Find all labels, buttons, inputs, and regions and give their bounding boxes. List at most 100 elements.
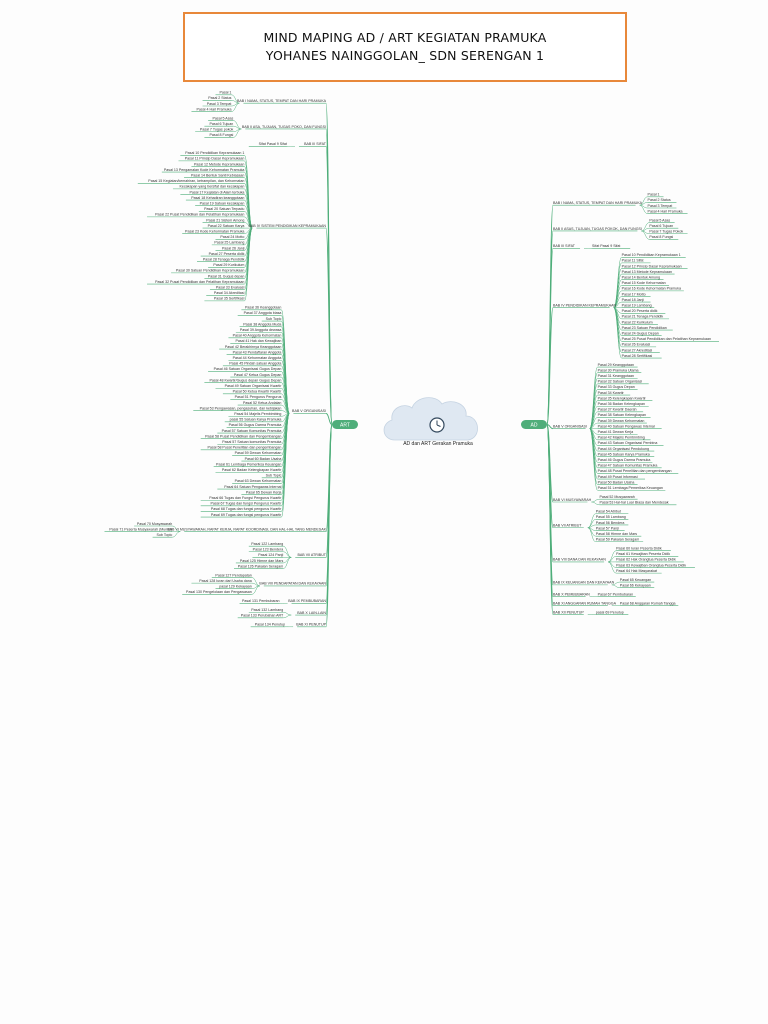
art-article-node[interactable]: Pasal 131 Pembubaran <box>242 599 280 603</box>
art-article-node[interactable]: Sub Topic <box>157 533 173 537</box>
ad-article-node[interactable]: Pasal 8 Fungsi <box>649 235 673 239</box>
art-article-node[interactable]: Pasal 41 Hak dan Kewajiban <box>235 339 281 343</box>
art-root-node[interactable]: ART <box>332 420 358 429</box>
art-chapter-node[interactable]: BAB V ORGANISASI <box>292 409 326 413</box>
art-article-node[interactable]: Pasal 68 Tugas dan fungsi pengurus Kwart… <box>211 507 282 511</box>
ad-article-node[interactable]: Pasal 17 Motto <box>622 292 646 296</box>
art-article-node[interactable]: Pasal 15 Kegiatan/kemahiran, ketrampilan… <box>148 179 244 183</box>
ad-article-node[interactable]: Pasal 12 Prinsip Dasar Kepramukaan <box>622 264 682 268</box>
ad-article-node[interactable]: Pasal 2 Status <box>648 198 671 202</box>
ad-article-node[interactable]: Pasal 49 Pusat Informasi <box>598 475 638 479</box>
art-article-node[interactable]: Pasal 66 Tugas dan Fungsi Pengurus Kwart… <box>209 496 282 500</box>
ad-chapter-node[interactable]: BAB IV PENDIDIKAN KEPRAMUKAAN <box>553 303 617 307</box>
art-article-node[interactable]: Pasal 51 Pengurus Pengurus <box>235 395 282 399</box>
ad-chapter-node[interactable]: BAB XI ANGGARAN RUMAH TANGGA <box>553 601 617 605</box>
ad-article-node[interactable]: Sifat Pasal 9 Sifat <box>592 244 620 248</box>
art-article-node[interactable]: Pasal 56 Gugus Darma Pramuka <box>229 423 282 427</box>
ad-article-node[interactable]: Pasal 58 Himne dan Mars <box>596 532 638 536</box>
ad-article-node[interactable]: Pasal 33 Gugus Depan <box>598 385 635 389</box>
ad-article-node[interactable]: Pasal 61 Kewajiban Peserta Didik <box>616 552 670 556</box>
art-article-node[interactable]: Pasal 70 Musyawarah <box>137 522 172 526</box>
ad-article-node[interactable]: Pasal 6 Tujuan <box>649 224 673 228</box>
ad-article-node[interactable]: Pasal 1 <box>648 193 660 197</box>
art-article-node[interactable]: Pasal 59 Dewan Kehormatan <box>235 451 282 455</box>
art-chapter-node[interactable]: BAB XI PENUTUP <box>296 623 326 627</box>
ad-article-node[interactable]: Pasal 46 Gugus Darma Pramuka <box>598 458 651 462</box>
ad-chapter-node[interactable]: BAB IX KEUANGAN DAN KEKAYAAN <box>553 581 615 585</box>
art-chapter-node[interactable]: BAB VI MUSYAWARAH, RAPAT KERJA, RAPAT KO… <box>167 527 326 531</box>
art-article-node[interactable]: Sifat Pasal 9 Sifat <box>259 142 287 146</box>
art-article-node[interactable]: Pasal 130 Pengelolaan dan Pengawasan <box>186 590 252 594</box>
ad-article-node[interactable]: Pasal 15 Kode Kehormatan <box>622 281 666 285</box>
ad-article-node[interactable]: Pasal 13 Metode Kepramukaan <box>622 270 672 274</box>
ad-article-node[interactable]: Pasal 27 Akreditasi <box>622 348 653 352</box>
art-article-node[interactable]: Pasal 60 Badan Usaha <box>245 457 282 461</box>
art-article-node[interactable]: Pasal 126 Pakaian Seragam <box>238 564 284 568</box>
art-article-node[interactable]: Pasal 37 Anggota biasa <box>244 311 282 315</box>
ad-article-node[interactable]: Pasal 60 Iuran Peserta Didik <box>616 547 662 551</box>
art-article-node[interactable]: Pasal 28 Tenaga Pendidik <box>203 257 245 261</box>
art-article-node[interactable]: Pasal 14 Bentuk Santi Kebiasaan <box>191 173 244 177</box>
ad-chapter-node[interactable]: BAB III SIFAT <box>553 244 576 248</box>
ad-article-node[interactable]: Pasal 11 Sifat <box>622 259 644 263</box>
ad-article-node[interactable]: Pasal 44 Organisasi Pendukung <box>598 447 649 451</box>
ad-root-node[interactable]: AD <box>521 420 547 429</box>
art-article-node[interactable]: Pasal 26 Janji <box>222 246 245 250</box>
ad-article-node[interactable]: Pasal 23 Satuan Pendidikan <box>622 326 667 330</box>
art-article-node[interactable]: Pasal 123 Bendera <box>253 548 284 552</box>
art-chapter-node[interactable]: BAB VIII PENDAPATAN DAN KEKAYAAN <box>259 582 326 586</box>
ad-article-node[interactable]: Pasal 51 Lembaga Pemeriksa Keuangan <box>598 486 663 490</box>
ad-article-node[interactable]: Pasal 5 Asas <box>649 218 670 222</box>
ad-article-node[interactable]: Pasal 14 Bentuk Among <box>622 275 660 279</box>
ad-article-node[interactable]: Pasal 4 Hari Pramuka <box>648 209 683 213</box>
ad-chapter-node[interactable]: BAB X PEMBUBARAN <box>553 592 590 596</box>
ad-article-node[interactable]: pasal 69 Penutup <box>596 610 624 614</box>
art-article-node[interactable]: Pasal 69 Tugas dan fungsi pengurus Kwart… <box>211 513 282 517</box>
art-article-node[interactable]: Pasal 33 Evaluasi <box>216 285 245 289</box>
art-article-node[interactable]: Pasal 4 Hari Pramuka <box>196 107 231 111</box>
art-chapter-node[interactable]: BAB IV SISTEM PENDIDIKAN KEPRAMUKAAN <box>249 224 327 228</box>
art-article-node[interactable]: Pasal 58 Pusat Pendidikan dan Pengembang… <box>205 434 281 438</box>
ad-article-node[interactable]: Pasal 52 Musyawarah <box>599 495 634 499</box>
art-article-node[interactable]: Pasal 65 Dewan Kerja <box>246 490 282 494</box>
ad-article-node[interactable]: Pasal 7 Tugas Pokok <box>649 230 683 234</box>
art-article-node[interactable]: Pasal 3 Tempat <box>207 102 232 106</box>
art-article-node[interactable]: pasal 55 Satuan Karya Pramuka <box>230 418 282 422</box>
ad-article-node[interactable]: Pasal 16 Kode Kehormatan Pramuka <box>622 287 681 291</box>
art-article-node[interactable]: Pasal 128 Iuran dari Usaha dana <box>199 579 252 583</box>
ad-article-node[interactable]: Pasal 62 Hak Orangtua Peserta Didik <box>616 558 676 562</box>
ad-article-node[interactable]: Pasal 39 Dewan Kehormatan <box>598 419 645 423</box>
ad-article-node[interactable]: Pasal 36 Badan Kelengkapan <box>598 402 645 406</box>
ad-article-node[interactable]: Pasal 30 Pramuka Utama <box>598 368 639 372</box>
ad-article-node[interactable]: Pasal 55 Lambang <box>596 515 626 519</box>
ad-article-node[interactable]: Pasal 47 Satuan Komunitas Pramuka <box>598 464 658 468</box>
ad-article-node[interactable]: Pasal 57 Panji <box>596 526 619 530</box>
ad-article-node[interactable]: Pasal 40 Satuan Pengawas Internal <box>598 424 655 428</box>
art-article-node[interactable]: Pasal 57 Satuan komunitas Pramuka <box>222 440 281 444</box>
art-article-node[interactable]: Pasal 21 Sistem Among <box>206 218 244 222</box>
art-article-node[interactable]: Pasal 36 Keanggotaan <box>245 306 281 310</box>
ad-article-node[interactable]: Pasal 20 Peserta didik <box>622 309 658 313</box>
art-article-node[interactable]: Pasal 8 Fungsi <box>210 133 234 137</box>
art-article-node[interactable]: Pasal 34 Akreditasi <box>214 291 245 295</box>
art-chapter-node[interactable]: BAB X LAIN-LAIN <box>297 611 326 615</box>
ad-article-node[interactable]: Pasal 24 Gugus Depan <box>622 331 659 335</box>
art-article-node[interactable]: Kecakapan yang bersifat dan kecakapan <box>179 185 244 189</box>
art-article-node[interactable]: Pasal 134 Penutup <box>255 623 285 627</box>
art-article-node[interactable]: pasal 129 Kekayaan <box>219 585 252 589</box>
art-article-node[interactable]: Pasal 19 Satuan kecakapan <box>200 201 245 205</box>
central-topic[interactable]: AD dan ART Gerakan Pramuka <box>383 397 478 447</box>
art-article-node[interactable]: Pasal 22 Pusat Pendidikan dan Pelatihan … <box>155 213 244 217</box>
art-article-node[interactable]: Pasal 13 Pengamalan Kode Kehormatan Pram… <box>164 168 245 172</box>
art-article-node[interactable]: Pasal 7 Tugas pokok <box>200 128 234 132</box>
art-article-node[interactable]: Pasal 71 Peserta Musyawarah (Munas) <box>109 527 172 531</box>
ad-article-node[interactable]: Pasal 19 Lambang <box>622 303 652 307</box>
art-article-node[interactable]: Pasal 47 Ketua Gugus Depan <box>234 373 282 377</box>
art-article-node[interactable]: Pasal 23 Kode Kehormatan Pramuka <box>185 229 244 233</box>
art-article-node[interactable]: Pasal 10 Pendidikan Kepramukaan 1 <box>185 151 244 155</box>
art-article-node[interactable]: Pasal 132 Lambang <box>251 608 283 612</box>
ad-article-node[interactable]: Pasal 37 Kwartir Daerah <box>598 408 637 412</box>
art-article-node[interactable]: Pasal 11 Prinsip Dasar Kepramukaan <box>185 157 245 161</box>
art-article-node[interactable]: Pasal 63 Dewan Kehormatan <box>235 479 282 483</box>
art-article-node[interactable]: Sub Topic <box>266 474 282 478</box>
